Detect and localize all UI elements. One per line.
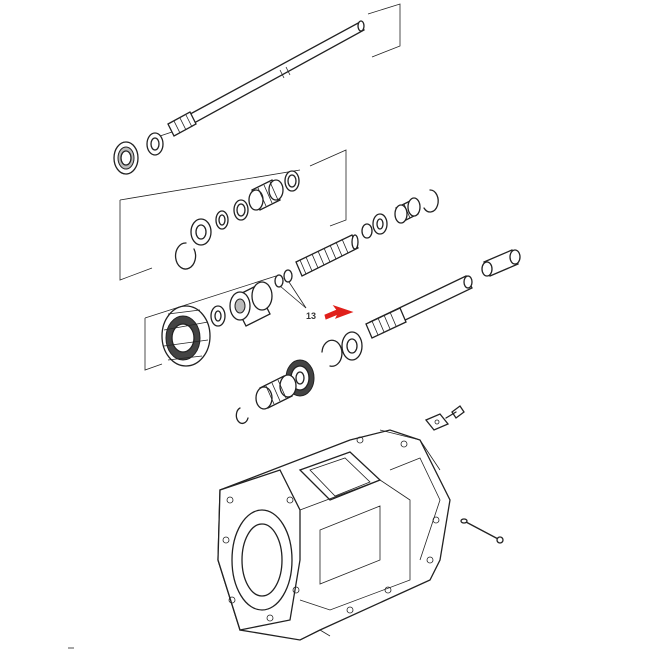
snap-ring-bottom-left	[235, 407, 249, 424]
washers-right	[361, 213, 388, 239]
callout-number: 13	[306, 311, 316, 321]
snap-ring-lower	[321, 339, 343, 367]
lower-main-shaft	[365, 275, 473, 339]
bearing-left	[190, 218, 212, 246]
callout-leader	[279, 281, 307, 309]
bolt	[445, 405, 465, 419]
bearing-lower	[341, 331, 363, 361]
upper-main-shaft	[167, 20, 365, 137]
snap-ring-left	[174, 242, 197, 270]
transmission-housing	[217, 429, 451, 641]
callout-arrow	[324, 305, 354, 320]
gear-coupler	[161, 305, 211, 367]
clutch-hub	[229, 281, 273, 327]
lower-assembly-bracket	[144, 275, 277, 371]
plate	[424, 413, 450, 431]
needle-bearing-middle	[248, 179, 284, 211]
upper-bearing	[113, 132, 164, 175]
sleeve-right	[481, 249, 521, 277]
snap-ring-right-upper	[423, 189, 439, 213]
splined-shaft	[295, 234, 359, 277]
middle-assembly-bracket	[119, 149, 347, 281]
washer-middle	[215, 210, 229, 230]
o-rings	[274, 269, 293, 288]
bearing-right-upper	[394, 197, 421, 224]
ring-middle	[233, 199, 249, 221]
needle-bearing-lower	[255, 374, 297, 410]
ring-right-upper	[284, 170, 300, 192]
small-ring-hub	[210, 305, 226, 327]
pin-right	[460, 518, 504, 544]
